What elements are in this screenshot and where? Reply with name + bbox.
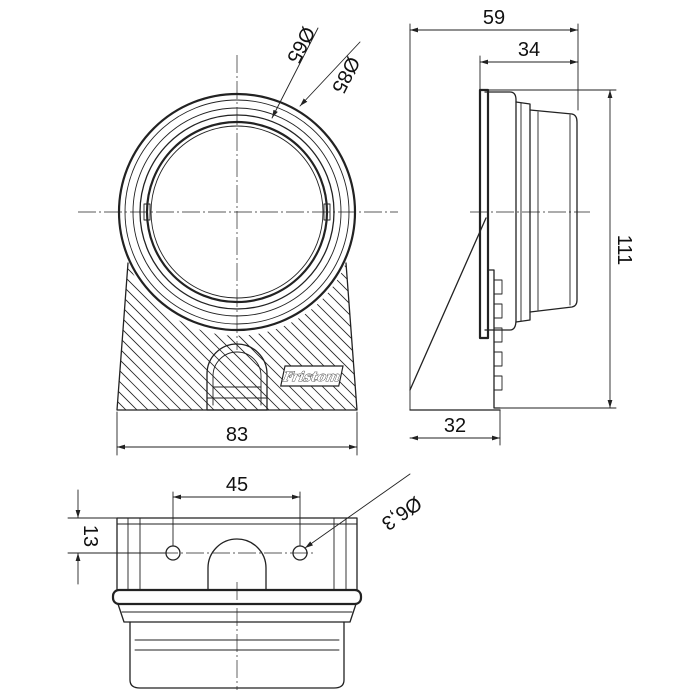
hatch-line: [117, 263, 266, 410]
side-view: 59 34 111 32: [409, 7, 635, 446]
hatch-line: [141, 263, 343, 410]
hatch-line: [229, 263, 357, 410]
bottom-base: [116, 517, 358, 591]
hatch-line: [240, 263, 357, 410]
logo-text: Fristom: [281, 370, 342, 385]
hatch-line: [373, 250, 573, 450]
hatch-line: [117, 263, 189, 410]
bottom-cable-boss: [207, 538, 267, 591]
hatch-line: [207, 263, 357, 410]
dim-depth-total: 59: [483, 7, 505, 29]
hatch-line: [218, 263, 357, 410]
hatch-line: [384, 250, 584, 450]
hatch-line: [117, 263, 123, 410]
hatch-line: [251, 263, 357, 410]
hatch-line: [117, 263, 255, 410]
hatch-line: [262, 263, 357, 410]
hatch-line: [117, 263, 277, 410]
dim-depth-base: 32: [444, 415, 466, 437]
dim-hole-diameter: Ø6,3: [377, 491, 425, 534]
dim-height: 111: [613, 235, 635, 265]
dim-ring-outer: Ø85: [327, 53, 364, 97]
hatch-line: [152, 263, 354, 410]
side-base: [487, 239, 501, 409]
lamp-back-plate: [484, 91, 517, 331]
dim-width: 83: [226, 424, 248, 446]
dim-depth-lamp: 34: [518, 39, 540, 61]
bottom-view: 45 13 Ø6,3: [67, 473, 426, 690]
hatch-line: [117, 263, 244, 410]
hatch-line: [0, 250, 111, 450]
hatch-line: [117, 263, 145, 410]
hatch-line: [185, 263, 357, 410]
hatch-line: [117, 263, 233, 410]
hatch-line: [117, 263, 178, 410]
hatch-line: [130, 263, 332, 410]
side-profile-slant: [409, 217, 487, 391]
lamp-flange: [478, 88, 490, 340]
hatch-line: [117, 263, 200, 410]
hatch-line: [174, 263, 357, 410]
hatch-line: [306, 263, 357, 410]
hatch-line: [117, 263, 211, 410]
cable-slot: [206, 343, 268, 411]
hatch-line: [339, 263, 357, 410]
dim-hole-spacing: 45: [226, 474, 248, 496]
lamp-lens: [529, 109, 578, 313]
hatch-line: [0, 250, 100, 450]
hatch-line: [117, 263, 134, 410]
front-view: Fristom Ø65 Ø85 83: [0, 23, 584, 456]
fristom-logo: Fristom: [280, 365, 344, 387]
hatch-line: [117, 263, 310, 410]
dim-hole-offset: 13: [79, 525, 101, 547]
dim-ring-inner: Ø65: [282, 23, 319, 67]
hatch-line: [117, 263, 299, 410]
side-base-ribs: [493, 279, 503, 391]
